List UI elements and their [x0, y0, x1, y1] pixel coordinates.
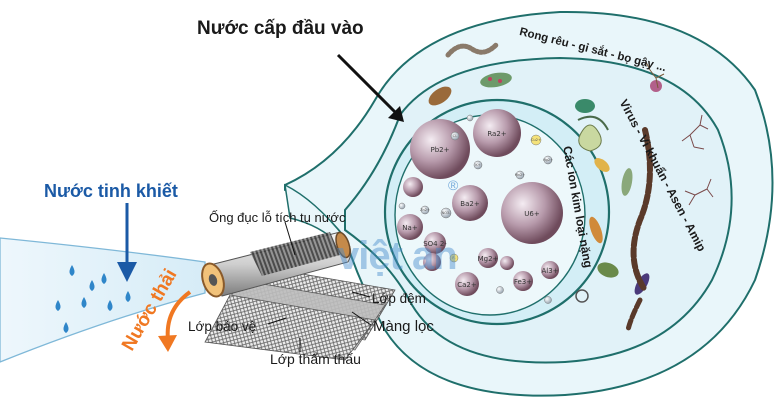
ion-mn	[515, 170, 525, 180]
ion-zn	[420, 205, 430, 215]
ion-dot	[398, 202, 406, 210]
virus-icon	[575, 289, 589, 303]
worm-icon	[445, 42, 499, 58]
ion-label: F-	[452, 256, 456, 260]
bacteria-dot	[498, 79, 502, 83]
brand-watermark: việt an	[337, 234, 458, 278]
water-drop-icon	[125, 291, 131, 302]
water-drop-icon	[63, 322, 69, 333]
ion-dot	[544, 296, 552, 304]
ion-al	[541, 261, 559, 279]
registered-mark: ®	[448, 177, 459, 193]
cell-icon	[578, 124, 602, 152]
bacteria-dot	[488, 77, 492, 81]
ion-label: Mg2+	[478, 255, 499, 263]
ion-label: U6+	[524, 210, 540, 218]
ion-label: Mn2+	[515, 173, 525, 177]
ion-hg	[543, 155, 553, 165]
ion-k	[473, 160, 483, 170]
water-drop-icon	[89, 280, 95, 291]
virus-icon	[650, 80, 662, 92]
bacteria-icon	[428, 86, 452, 106]
ion-label: Pb2+	[431, 146, 450, 154]
ion-cl	[450, 131, 460, 141]
ion-group: Pb2+ Ra2+ U6+ Ba2+ Na+ Mg2+ Ca2+ SO4 2- …	[397, 109, 563, 304]
collector-tube-label: Ống đục lỗ tích tụ nước	[209, 210, 346, 225]
ion-so4	[424, 232, 446, 254]
ion-label: Hg2+	[543, 158, 553, 162]
pointer-arrows	[267, 53, 404, 352]
ion-f	[449, 253, 459, 263]
ion-fe	[513, 271, 533, 291]
ion-dot	[466, 114, 474, 122]
ion-cu	[530, 134, 542, 146]
permeate-layer-label: Lớp thẩm thấu	[270, 351, 361, 367]
ion-mg	[478, 248, 498, 268]
ion-label: SO4 2-	[423, 240, 447, 248]
ion-label: Ba2+	[460, 200, 480, 208]
algae-icon	[645, 61, 665, 89]
water-drops	[55, 265, 131, 333]
bacteria-icon	[480, 72, 512, 88]
ion-label: Al3+	[541, 267, 558, 275]
waste-water-arrow-icon	[158, 290, 192, 352]
ion-u	[501, 182, 563, 244]
ion-label: Ra2+	[487, 130, 506, 138]
larva-icon	[625, 297, 643, 333]
bacteria-group	[428, 72, 662, 303]
ion-dot	[496, 286, 504, 294]
water-drop-icon	[107, 300, 113, 311]
pure-water-label: Nước tinh khiết	[44, 181, 178, 201]
ion-label: Cl-	[453, 134, 458, 138]
membrane-label: Màng lọc	[373, 318, 434, 335]
bacteria-icon	[575, 99, 595, 113]
ion-label: NO3-	[442, 211, 452, 215]
water-drop-icon	[69, 265, 75, 276]
pure-water-arrow-icon	[117, 203, 137, 282]
larva-icon	[630, 127, 653, 293]
membrane-sheet	[204, 294, 376, 361]
bacteria-icon	[594, 158, 610, 172]
bacteria-icon	[597, 262, 619, 278]
pure-water-funnel	[0, 237, 206, 363]
ion-label: K+	[475, 163, 480, 167]
spacer-layer-label: Lớp đệm	[372, 291, 426, 306]
ion-ra	[473, 109, 521, 157]
ion-label: Zn2+	[420, 208, 430, 212]
bacteria-icon	[621, 168, 633, 196]
ion-ba	[452, 185, 488, 221]
ion-small	[403, 177, 423, 197]
cartridge-core	[208, 274, 218, 286]
ion-label: Na+	[402, 224, 418, 232]
feed-water-label: Nước cấp đầu vào	[197, 18, 364, 39]
bacteria-icon	[589, 216, 603, 244]
ion-small	[500, 256, 514, 270]
tadpole-icon	[577, 115, 609, 131]
protective-layer-label: Lớp bảo vệ	[188, 319, 257, 334]
ion-label: Fe3+	[514, 278, 532, 286]
cartridge-far-end	[335, 231, 351, 259]
water-drop-icon	[55, 300, 61, 311]
water-drop-icon	[81, 297, 87, 308]
algae-icon	[681, 114, 714, 206]
water-drop-icon	[101, 273, 107, 284]
outer-organisms	[445, 42, 714, 333]
ion-label: Cu2+	[531, 138, 541, 142]
ion-na	[397, 214, 423, 240]
ion-label: Ca2+	[457, 281, 477, 289]
ion-no3	[440, 207, 452, 219]
membrane-cartridge	[201, 231, 396, 361]
ion-ca	[455, 272, 479, 296]
ion-small	[423, 253, 441, 271]
